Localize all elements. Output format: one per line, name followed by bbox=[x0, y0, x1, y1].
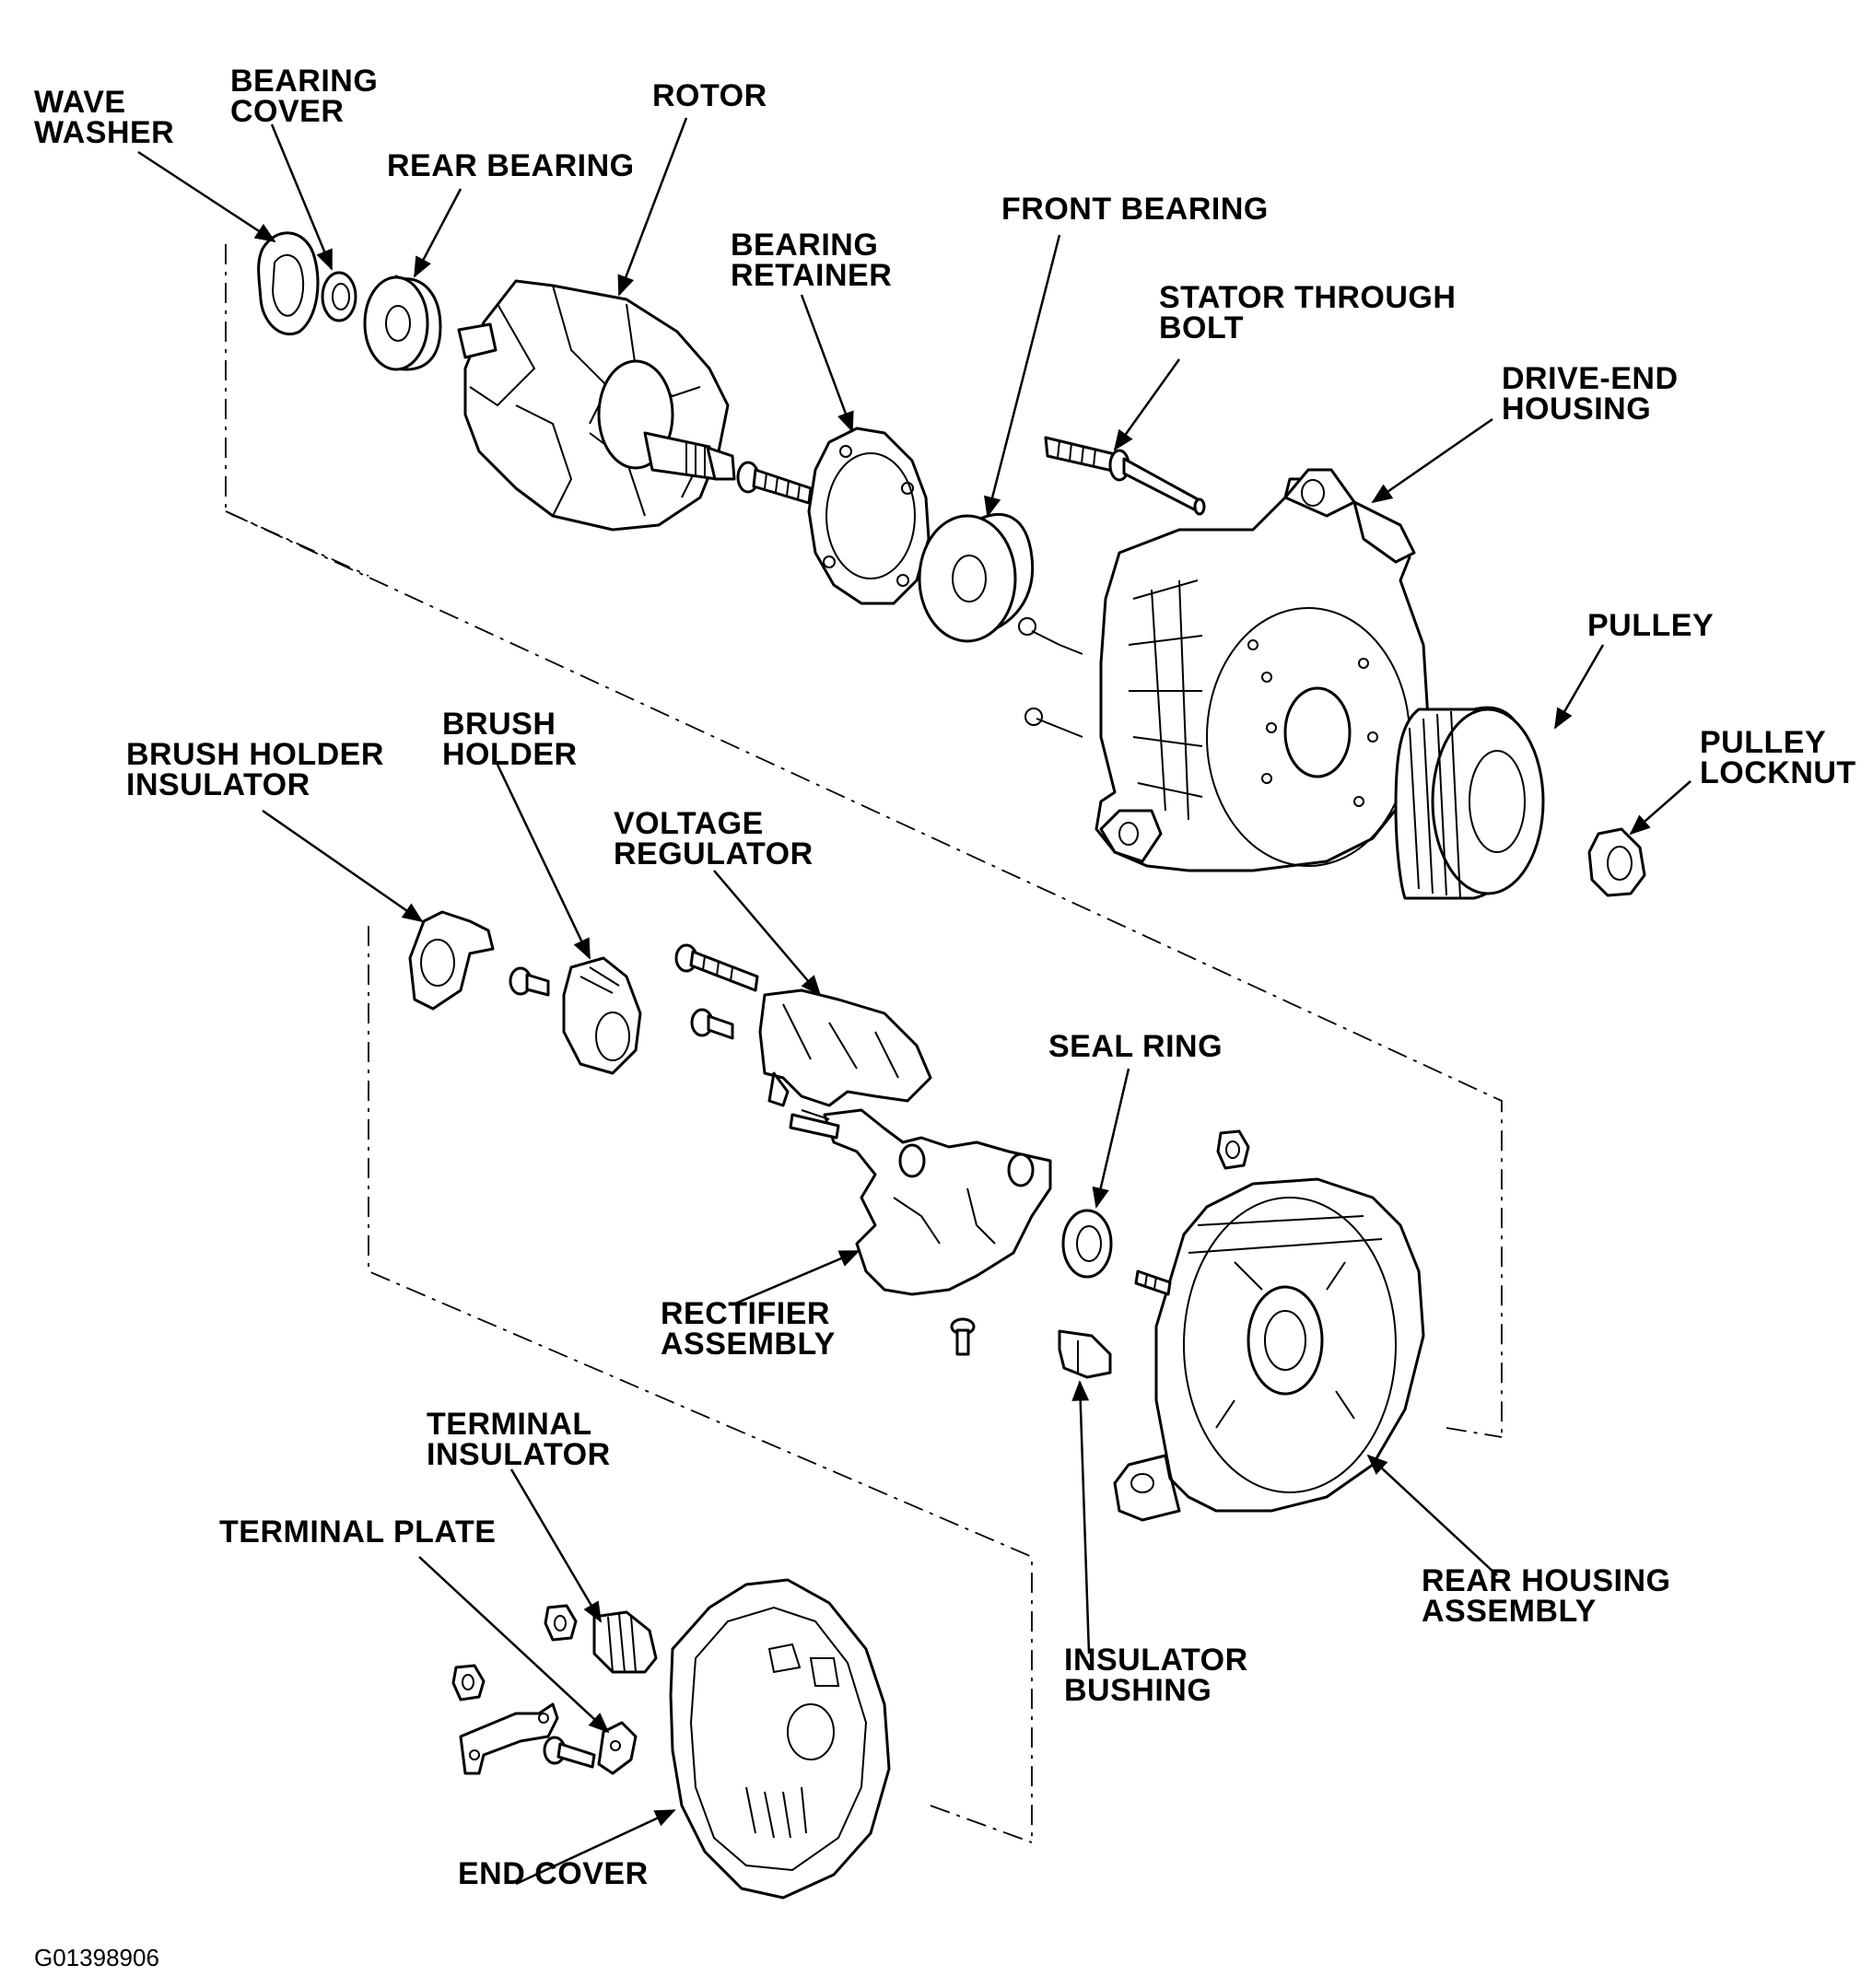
leader-bearing-cover bbox=[270, 123, 334, 271]
terminal-plate-part bbox=[597, 1721, 638, 1775]
wave-washer-part bbox=[257, 231, 320, 335]
leader-voltage-regulator bbox=[713, 870, 822, 997]
label-terminal-plate: TERMINAL PLATE bbox=[219, 1514, 497, 1549]
label-rear-bearing: REAR BEARING bbox=[387, 148, 635, 183]
leader-arrows bbox=[137, 117, 1692, 1886]
rectifier-assembly-part bbox=[789, 1108, 1052, 1296]
terminal-nut-2-part bbox=[451, 1664, 486, 1701]
label-voltage-regulator: VOLTAGE REGULATOR bbox=[614, 806, 814, 871]
label-insulator-bushing: INSULATOR BUSHING bbox=[1064, 1643, 1248, 1708]
leader-rectifier-assembly bbox=[734, 1249, 860, 1305]
brush-holder-part bbox=[562, 956, 642, 1075]
end-cover-part bbox=[669, 1578, 891, 1900]
screw-3-part bbox=[690, 1008, 734, 1040]
label-bearing-cover: BEARING COVER bbox=[230, 64, 379, 129]
leader-terminal-insulator bbox=[509, 1468, 603, 1623]
seal-ring-part bbox=[1061, 1209, 1113, 1279]
leader-brush-holder-insulator bbox=[262, 809, 424, 923]
pulley-locknut-part bbox=[1587, 827, 1646, 897]
leader-drive-end-housing bbox=[1371, 417, 1493, 504]
label-pulley: PULLEY bbox=[1587, 608, 1715, 643]
terminal-insulator-part bbox=[592, 1610, 658, 1674]
pulley-part bbox=[1394, 706, 1545, 900]
rear-housing-nut-part bbox=[1216, 1129, 1250, 1170]
front-bearing-part bbox=[918, 513, 1035, 643]
screw-4-part bbox=[950, 1317, 976, 1356]
leader-terminal-plate bbox=[418, 1556, 610, 1734]
label-wave-washer: WAVE WASHER bbox=[34, 85, 175, 150]
leader-pulley bbox=[1553, 644, 1605, 730]
stator-through-bolt-part bbox=[1044, 436, 1206, 516]
label-rotor: ROTOR bbox=[652, 78, 767, 113]
leader-brush-holder bbox=[496, 764, 591, 960]
label-stator-through-bolt: STATOR THROUGH BOLT bbox=[1159, 280, 1457, 345]
leader-stator-through-bolt bbox=[1113, 358, 1181, 451]
terminal-bolt-part bbox=[543, 1736, 596, 1769]
rotor-part bbox=[457, 279, 736, 532]
label-terminal-insulator: TERMINAL INSULATOR bbox=[427, 1407, 611, 1472]
label-seal-ring: SEAL RING bbox=[1048, 1029, 1223, 1064]
voltage-regulator-part bbox=[758, 988, 932, 1107]
leader-front-bearing bbox=[984, 234, 1061, 518]
label-pulley-locknut: PULLEY LOCKNUT bbox=[1700, 725, 1856, 790]
leader-end-cover bbox=[515, 1808, 676, 1886]
insulator-bushing-part bbox=[1058, 1329, 1112, 1379]
rear-housing-assembly-part bbox=[1113, 1177, 1425, 1522]
leader-rear-housing-assembly bbox=[1366, 1454, 1498, 1576]
label-drive-end-housing: DRIVE-END HOUSING bbox=[1502, 361, 1679, 427]
label-brush-holder-insulator: BRUSH HOLDER INSULATOR bbox=[126, 737, 384, 802]
label-rectifier-assembly: RECTIFIER ASSEMBLY bbox=[661, 1296, 836, 1362]
leader-wave-washer bbox=[137, 150, 276, 243]
leader-insulator-bushing bbox=[1071, 1380, 1091, 1655]
drive-end-housing-part bbox=[1018, 468, 1430, 872]
terminal-bracket-part bbox=[459, 1702, 559, 1775]
screw-2-part bbox=[674, 943, 759, 992]
label-brush-holder: BRUSH HOLDER bbox=[442, 707, 578, 772]
brush-holder-insulator-part bbox=[408, 910, 495, 1011]
label-bearing-retainer: BEARING RETAINER bbox=[731, 228, 893, 293]
figure-code: G01398906 bbox=[34, 1944, 159, 1971]
screw-1-part bbox=[509, 966, 550, 997]
bearing-cover-part bbox=[321, 271, 357, 322]
leader-rear-bearing bbox=[413, 188, 462, 278]
leader-pulley-locknut bbox=[1629, 780, 1692, 836]
label-rear-housing-assembly: REAR HOUSING ASSEMBLY bbox=[1422, 1563, 1671, 1629]
phantom-lines bbox=[225, 244, 1503, 1843]
terminal-nut-1-part bbox=[544, 1604, 578, 1642]
label-end-cover: END COVER bbox=[458, 1856, 649, 1891]
rotor-bolt-part bbox=[736, 461, 813, 505]
bearing-retainer-part bbox=[807, 427, 931, 605]
leader-bearing-retainer bbox=[800, 294, 854, 433]
leader-rotor bbox=[617, 117, 688, 297]
label-front-bearing: FRONT BEARING bbox=[1001, 192, 1269, 227]
rear-bearing-part bbox=[363, 275, 442, 371]
leader-seal-ring bbox=[1092, 1068, 1130, 1209]
